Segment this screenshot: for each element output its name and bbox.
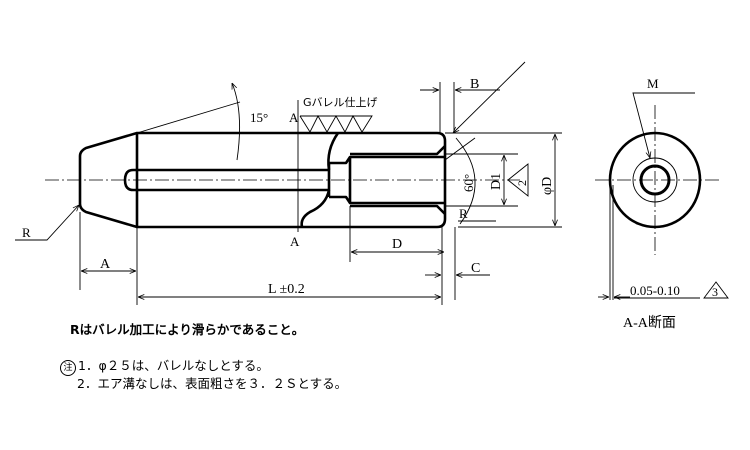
chamfer-leader [453, 61, 526, 133]
dim-phi-d-label: φD [540, 177, 555, 195]
taper-extension-line [136, 101, 241, 134]
side-tolerance-label: 0.05-0.10 [630, 283, 680, 298]
thread-leader [632, 92, 695, 158]
r-right-label: R [459, 206, 468, 221]
dim-l-label: L ±0.2 [268, 282, 305, 297]
note-item-1-text: 1．φ２５は、バレルなしとする。 [78, 358, 269, 373]
section-title: A-A断面 [623, 315, 676, 331]
dim-a-label: A [100, 257, 111, 272]
roughness-triangle-icon [507, 163, 529, 197]
note-mark-icon: 注 [60, 360, 76, 376]
roughness-grade-d1: 2 [515, 180, 529, 186]
finish-label: Gバレル仕上げ [303, 96, 378, 109]
section-mark-bottom: A [290, 234, 300, 249]
dim-d-label: D [392, 237, 402, 252]
note-item-2: 2．エア溝なしは、表面粗さを３．２Ｓとする。 [77, 376, 348, 391]
roughness-triangle-side-icon [703, 281, 729, 299]
angle-arc-15 [231, 83, 241, 161]
note-main: Rはバレル加工により滑らかであること。 [70, 322, 305, 337]
angle-chamfer-label: 60° [461, 174, 476, 192]
pin-body [78, 131, 447, 229]
dim-c-label: C [471, 261, 480, 276]
dim-b-label: B [470, 77, 479, 92]
dim-d1-label: D1 [489, 173, 504, 190]
finish-section-mark: A [289, 110, 299, 125]
side-roughness-grade: 3 [712, 285, 718, 299]
finish-symbol-icon [299, 115, 373, 133]
thread-label: M [647, 76, 659, 91]
angle-taper-label: 15° [250, 110, 268, 125]
r-left-label: R [22, 225, 31, 240]
r-left-leader [15, 205, 79, 241]
